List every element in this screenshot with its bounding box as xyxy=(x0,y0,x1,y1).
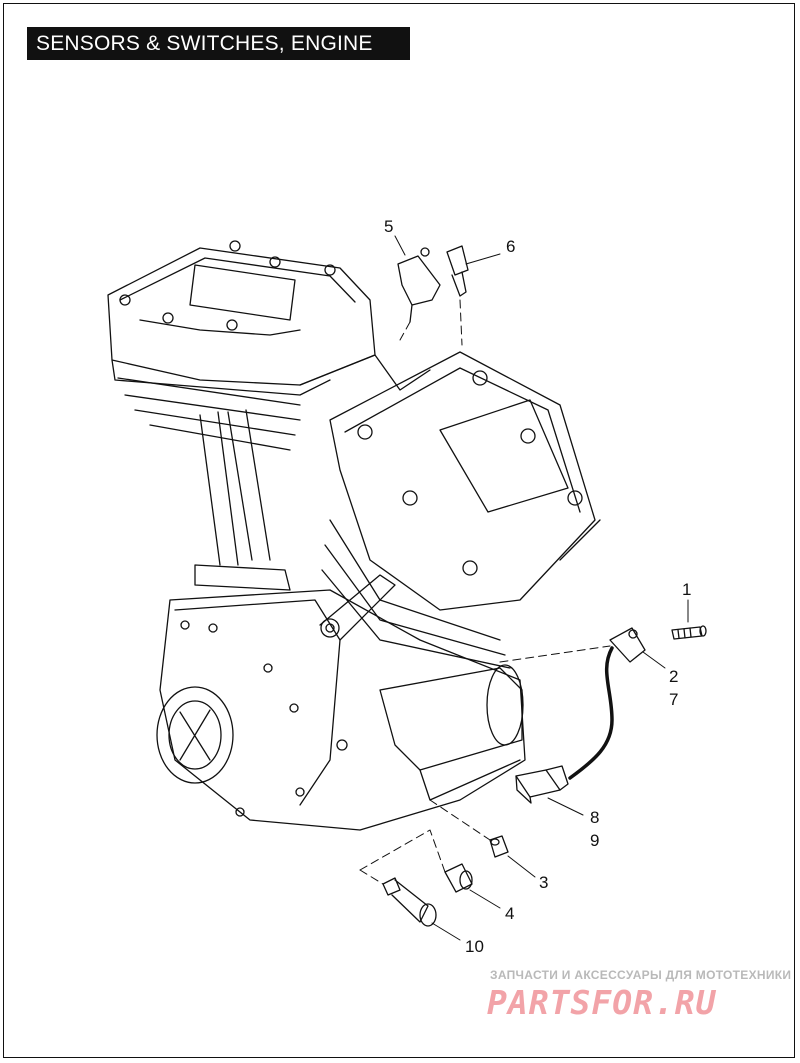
callout-1: 1 xyxy=(682,580,691,599)
part-8-connector xyxy=(515,765,569,804)
page-title: SENSORS & SWITCHES, ENGINE xyxy=(27,27,410,60)
part-5-sensor xyxy=(397,247,441,323)
part-6-temp-sensor xyxy=(446,245,469,297)
callout-labels: 1 2 7 8 9 3 4 10 5 6 xyxy=(384,217,691,956)
install-dashed-lines xyxy=(359,299,611,885)
callout-3: 3 xyxy=(539,873,548,892)
callout-4: 4 xyxy=(505,904,514,923)
part-10-oil-pressure-sender xyxy=(382,877,437,927)
callout-2: 2 xyxy=(669,667,678,686)
part-3-plug xyxy=(489,835,509,858)
watermark-brand: PARTSFOR.RU xyxy=(487,983,717,1022)
diagram-frame xyxy=(3,3,795,1058)
part-1-bolt xyxy=(671,625,707,640)
leader-lines xyxy=(394,235,689,941)
engine-illustration xyxy=(107,240,601,831)
callout-8: 8 xyxy=(590,808,599,827)
part-4-oil-pressure-switch xyxy=(444,863,473,893)
part-2-crank-position-sensor xyxy=(568,627,646,780)
callout-10: 10 xyxy=(465,937,484,956)
callout-5: 5 xyxy=(384,217,393,236)
watermark-tagline: ЗАПЧАСТИ И АКСЕССУАРЫ ДЛЯ МОТОТЕХНИКИ xyxy=(490,968,792,982)
callout-7: 7 xyxy=(669,690,678,709)
callout-6: 6 xyxy=(506,237,515,256)
callout-9: 9 xyxy=(590,831,599,850)
